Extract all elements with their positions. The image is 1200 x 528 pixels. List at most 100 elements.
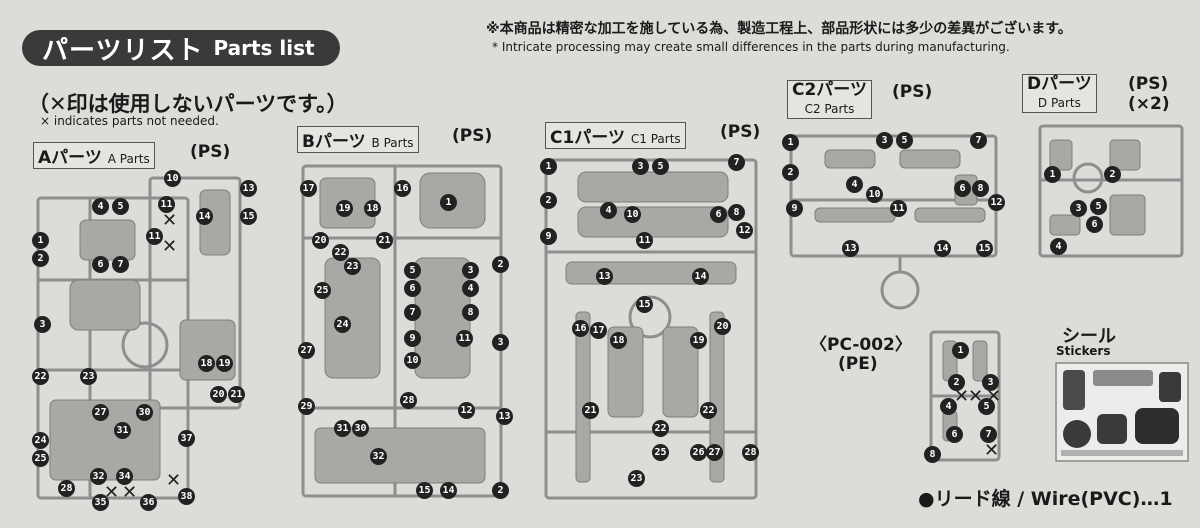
part-number: 8 xyxy=(924,446,941,463)
part-number: 37 xyxy=(178,430,195,447)
part-number: 23 xyxy=(80,368,97,385)
part-number: 11 xyxy=(456,330,473,347)
notice-en: * Intricate processing may create small … xyxy=(492,40,1010,54)
runner-d-label: Dパーツ D Parts xyxy=(1022,74,1097,113)
part-number: 3 xyxy=(982,374,999,391)
part-number: 20 xyxy=(714,318,731,335)
part-number: 3 xyxy=(34,316,51,333)
not-needed-mark: ✕ xyxy=(986,386,1002,407)
runner-d-name: Dパーツ xyxy=(1027,74,1092,94)
part-number: 23 xyxy=(628,470,645,487)
runner-d-name-en: D Parts xyxy=(1037,96,1081,110)
part-number: 2 xyxy=(782,164,799,181)
part-number: 5 xyxy=(978,398,995,415)
not-needed-mark: ✕ xyxy=(954,386,970,407)
part-number: 30 xyxy=(136,404,153,421)
part-number: 9 xyxy=(786,200,803,217)
part-number: 21 xyxy=(376,232,393,249)
part-number: 2 xyxy=(32,250,49,267)
legend-jp: （✕印は使用しないパーツです。） xyxy=(28,92,348,116)
part-number: 4 xyxy=(1050,238,1067,255)
part-number: 11 xyxy=(636,232,653,249)
part-number: 11 xyxy=(890,200,907,217)
part-number: 25 xyxy=(314,282,331,299)
part-number: 7 xyxy=(728,154,745,171)
part-number: 13 xyxy=(842,240,859,257)
part-number: 3 xyxy=(492,334,509,351)
part-number: 6 xyxy=(710,206,727,223)
runner-c1-name: C1パーツ xyxy=(550,128,625,148)
part-number: 6 xyxy=(92,256,109,273)
part-number: 30 xyxy=(352,420,369,437)
part-number: 1 xyxy=(440,194,457,211)
part-number: 34 xyxy=(116,468,133,485)
part-number: 22 xyxy=(652,420,669,437)
runner-c2-name: C2パーツ xyxy=(792,80,867,100)
runner-a-diagram xyxy=(36,176,242,500)
part-number: 12 xyxy=(458,402,475,419)
part-number: 1 xyxy=(540,158,557,175)
pc-material: (PE) xyxy=(838,354,878,374)
part-number: 15 xyxy=(416,482,433,499)
part-number: 35 xyxy=(92,494,109,511)
runner-a-name-en: A Parts xyxy=(107,152,150,166)
part-number: 5 xyxy=(112,198,129,215)
runner-c2-name-en: C2 Parts xyxy=(804,102,855,116)
parts-list-title: パーツリスト Parts list xyxy=(22,30,340,66)
part-number: 7 xyxy=(980,426,997,443)
part-number: 27 xyxy=(298,342,315,359)
part-number: 21 xyxy=(228,386,245,403)
part-number: 12 xyxy=(988,194,1005,211)
runner-a-name: Aパーツ xyxy=(38,148,102,168)
part-number: 31 xyxy=(114,422,131,439)
part-number: 2 xyxy=(492,482,509,499)
not-needed-mark: ✕ xyxy=(162,210,178,231)
part-number: 18 xyxy=(198,355,215,372)
runner-b-diagram xyxy=(301,164,503,498)
part-number: 32 xyxy=(370,448,387,465)
part-number: 6 xyxy=(954,180,971,197)
runner-c1-material: (PS) xyxy=(720,122,761,142)
not-needed-mark: ✕ xyxy=(104,482,120,503)
part-number: 16 xyxy=(394,180,411,197)
part-number: 9 xyxy=(404,330,421,347)
part-number: 4 xyxy=(940,398,957,415)
part-number: 10 xyxy=(164,170,181,187)
runner-c2-diagram xyxy=(789,134,998,310)
part-number: 4 xyxy=(846,176,863,193)
part-number: 31 xyxy=(334,420,351,437)
part-number: 25 xyxy=(32,450,49,467)
part-number: 10 xyxy=(866,186,883,203)
part-number: 25 xyxy=(652,444,669,461)
part-number: 20 xyxy=(312,232,329,249)
part-number: 19 xyxy=(690,332,707,349)
part-number: 8 xyxy=(728,204,745,221)
part-number: 1 xyxy=(1044,166,1061,183)
part-number: 17 xyxy=(590,322,607,339)
part-number: 3 xyxy=(632,158,649,175)
runner-a-material: (PS) xyxy=(190,142,231,162)
part-number: 12 xyxy=(736,222,753,239)
part-number: 28 xyxy=(400,392,417,409)
part-number: 15 xyxy=(636,296,653,313)
part-number: 1 xyxy=(32,232,49,249)
part-number: 21 xyxy=(582,402,599,419)
not-needed-mark: ✕ xyxy=(968,386,984,407)
stickers-label: シール xyxy=(1062,326,1116,347)
part-number: 19 xyxy=(216,355,233,372)
legend-en: × indicates parts not needed. xyxy=(40,114,219,128)
part-number: 22 xyxy=(332,244,349,261)
part-number: 2 xyxy=(540,192,557,209)
not-needed-mark: ✕ xyxy=(166,470,182,491)
part-number: 6 xyxy=(404,280,421,297)
part-number: 29 xyxy=(298,398,315,415)
part-number: 23 xyxy=(344,258,361,275)
runner-d-material: (PS) xyxy=(1128,74,1169,94)
part-number: 7 xyxy=(112,256,129,273)
part-number: 3 xyxy=(876,132,893,149)
runner-b-name: Bパーツ xyxy=(302,132,366,152)
part-number: 24 xyxy=(334,316,351,333)
part-number: 4 xyxy=(92,198,109,215)
part-number: 18 xyxy=(364,200,381,217)
part-number: 5 xyxy=(896,132,913,149)
